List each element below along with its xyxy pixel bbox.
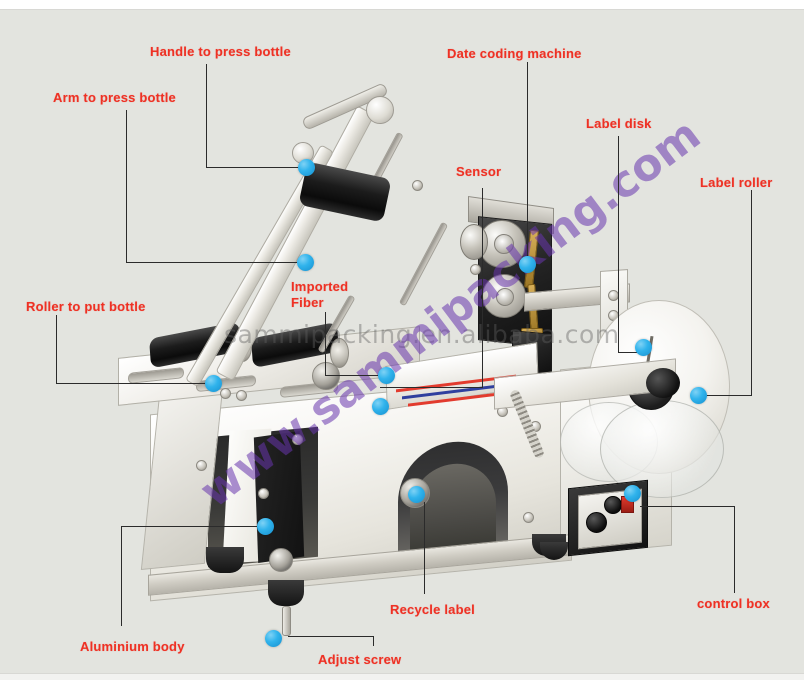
coder-hub-lower xyxy=(496,288,514,306)
power-port xyxy=(269,548,293,572)
leader-sensor-horizontal xyxy=(380,387,482,388)
callout-label-roller: Label roller xyxy=(700,175,773,190)
leader-arm-to-press-bottle-horizontal xyxy=(126,262,302,263)
leader-recycle-label-vertical xyxy=(424,502,425,594)
leader-control-box-vertical xyxy=(734,506,735,593)
power-knob xyxy=(604,496,622,514)
callout-imported-fiber-line1: Imported xyxy=(291,279,349,294)
marker-control-box[interactable] xyxy=(624,485,641,502)
coder-hub-upper xyxy=(494,234,514,254)
leader-roller-to-put-bottle-horizontal xyxy=(56,383,212,384)
marker-label-roller[interactable] xyxy=(690,387,707,404)
leader-roller-to-put-bottle-vertical xyxy=(56,315,57,384)
leader-handle-to-press-bottle-vertical xyxy=(206,64,207,168)
body-screw-2 xyxy=(258,488,269,499)
caster-rear-right xyxy=(540,542,568,560)
callout-roller-to-put-bottle: Roller to put bottle xyxy=(26,299,146,314)
caster-front-left xyxy=(206,547,244,573)
bed-screw-right xyxy=(236,390,247,401)
imported-fiber-bearing xyxy=(312,362,340,390)
marker-adjust-screw[interactable] xyxy=(265,630,282,647)
leader-label-disk-vertical xyxy=(618,136,619,353)
leader-arm-to-press-bottle-vertical xyxy=(126,110,127,263)
label-roller xyxy=(646,368,680,398)
arm-pivot-screw xyxy=(412,180,423,191)
marker-aluminium-body[interactable] xyxy=(257,518,274,535)
leader-control-box-horizontal xyxy=(640,506,734,507)
press-arm-slot-lower xyxy=(398,221,449,307)
callout-arm-to-press-bottle: Arm to press bottle xyxy=(53,90,176,105)
leader-label-roller-horizontal xyxy=(702,395,752,396)
roller-cap-right xyxy=(330,338,349,368)
body-screw-6 xyxy=(196,460,207,471)
leader-aluminium-body-horizontal xyxy=(121,526,263,527)
caster-front-right xyxy=(268,580,304,606)
image-top-border xyxy=(0,2,804,10)
leader-label-disk-horizontal xyxy=(618,352,644,353)
callout-date-coding-machine: Date coding machine xyxy=(447,46,582,61)
leader-imported-fiber-horizontal xyxy=(325,375,387,376)
leader-sensor-vertical xyxy=(482,188,483,388)
marker-roller-to-put-bottle[interactable] xyxy=(205,375,222,392)
adjust-screw-pin xyxy=(282,606,291,636)
callout-imported-fiber-line2: Fiber xyxy=(291,295,324,310)
callout-sensor: Sensor xyxy=(456,164,502,179)
callout-adjust-screw: Adjust screw xyxy=(318,652,402,667)
callout-handle-to-press-bottle: Handle to press bottle xyxy=(150,44,291,59)
callout-label-disk: Label disk xyxy=(586,116,652,131)
image-bottom-border xyxy=(0,673,804,680)
marker-recycle-label[interactable] xyxy=(408,486,425,503)
body-screw-5 xyxy=(523,512,534,523)
marker-handle-to-press-bottle[interactable] xyxy=(298,159,315,176)
press-handle-pivot-right xyxy=(366,96,394,124)
speed-knob xyxy=(586,512,607,533)
callout-aluminium-body: Aluminium body xyxy=(80,639,185,654)
marker-date-coding-machine[interactable] xyxy=(519,256,536,273)
leader-aluminium-body-vertical xyxy=(121,526,122,626)
callout-control-box: control box xyxy=(697,596,770,611)
leader-date-coding-machine xyxy=(527,62,528,267)
leader-adjust-screw-horizontal xyxy=(288,636,373,637)
body-screw-1 xyxy=(292,434,303,445)
leader-handle-to-press-bottle-horizontal xyxy=(206,167,302,168)
coder-drive-wheel xyxy=(460,224,488,260)
coder-screw xyxy=(470,264,481,275)
marker-arm-to-press-bottle[interactable] xyxy=(297,254,314,271)
bed-screw-left xyxy=(220,388,231,399)
callout-recycle-label: Recycle label xyxy=(390,602,475,617)
leader-imported-fiber-vertical xyxy=(325,312,326,376)
marker-label-disk[interactable] xyxy=(635,339,652,356)
leader-label-roller-vertical xyxy=(751,190,752,396)
leader-adjust-screw-vertical xyxy=(373,636,374,646)
marker-sensor[interactable] xyxy=(372,398,389,415)
marker-imported-fiber[interactable] xyxy=(378,367,395,384)
